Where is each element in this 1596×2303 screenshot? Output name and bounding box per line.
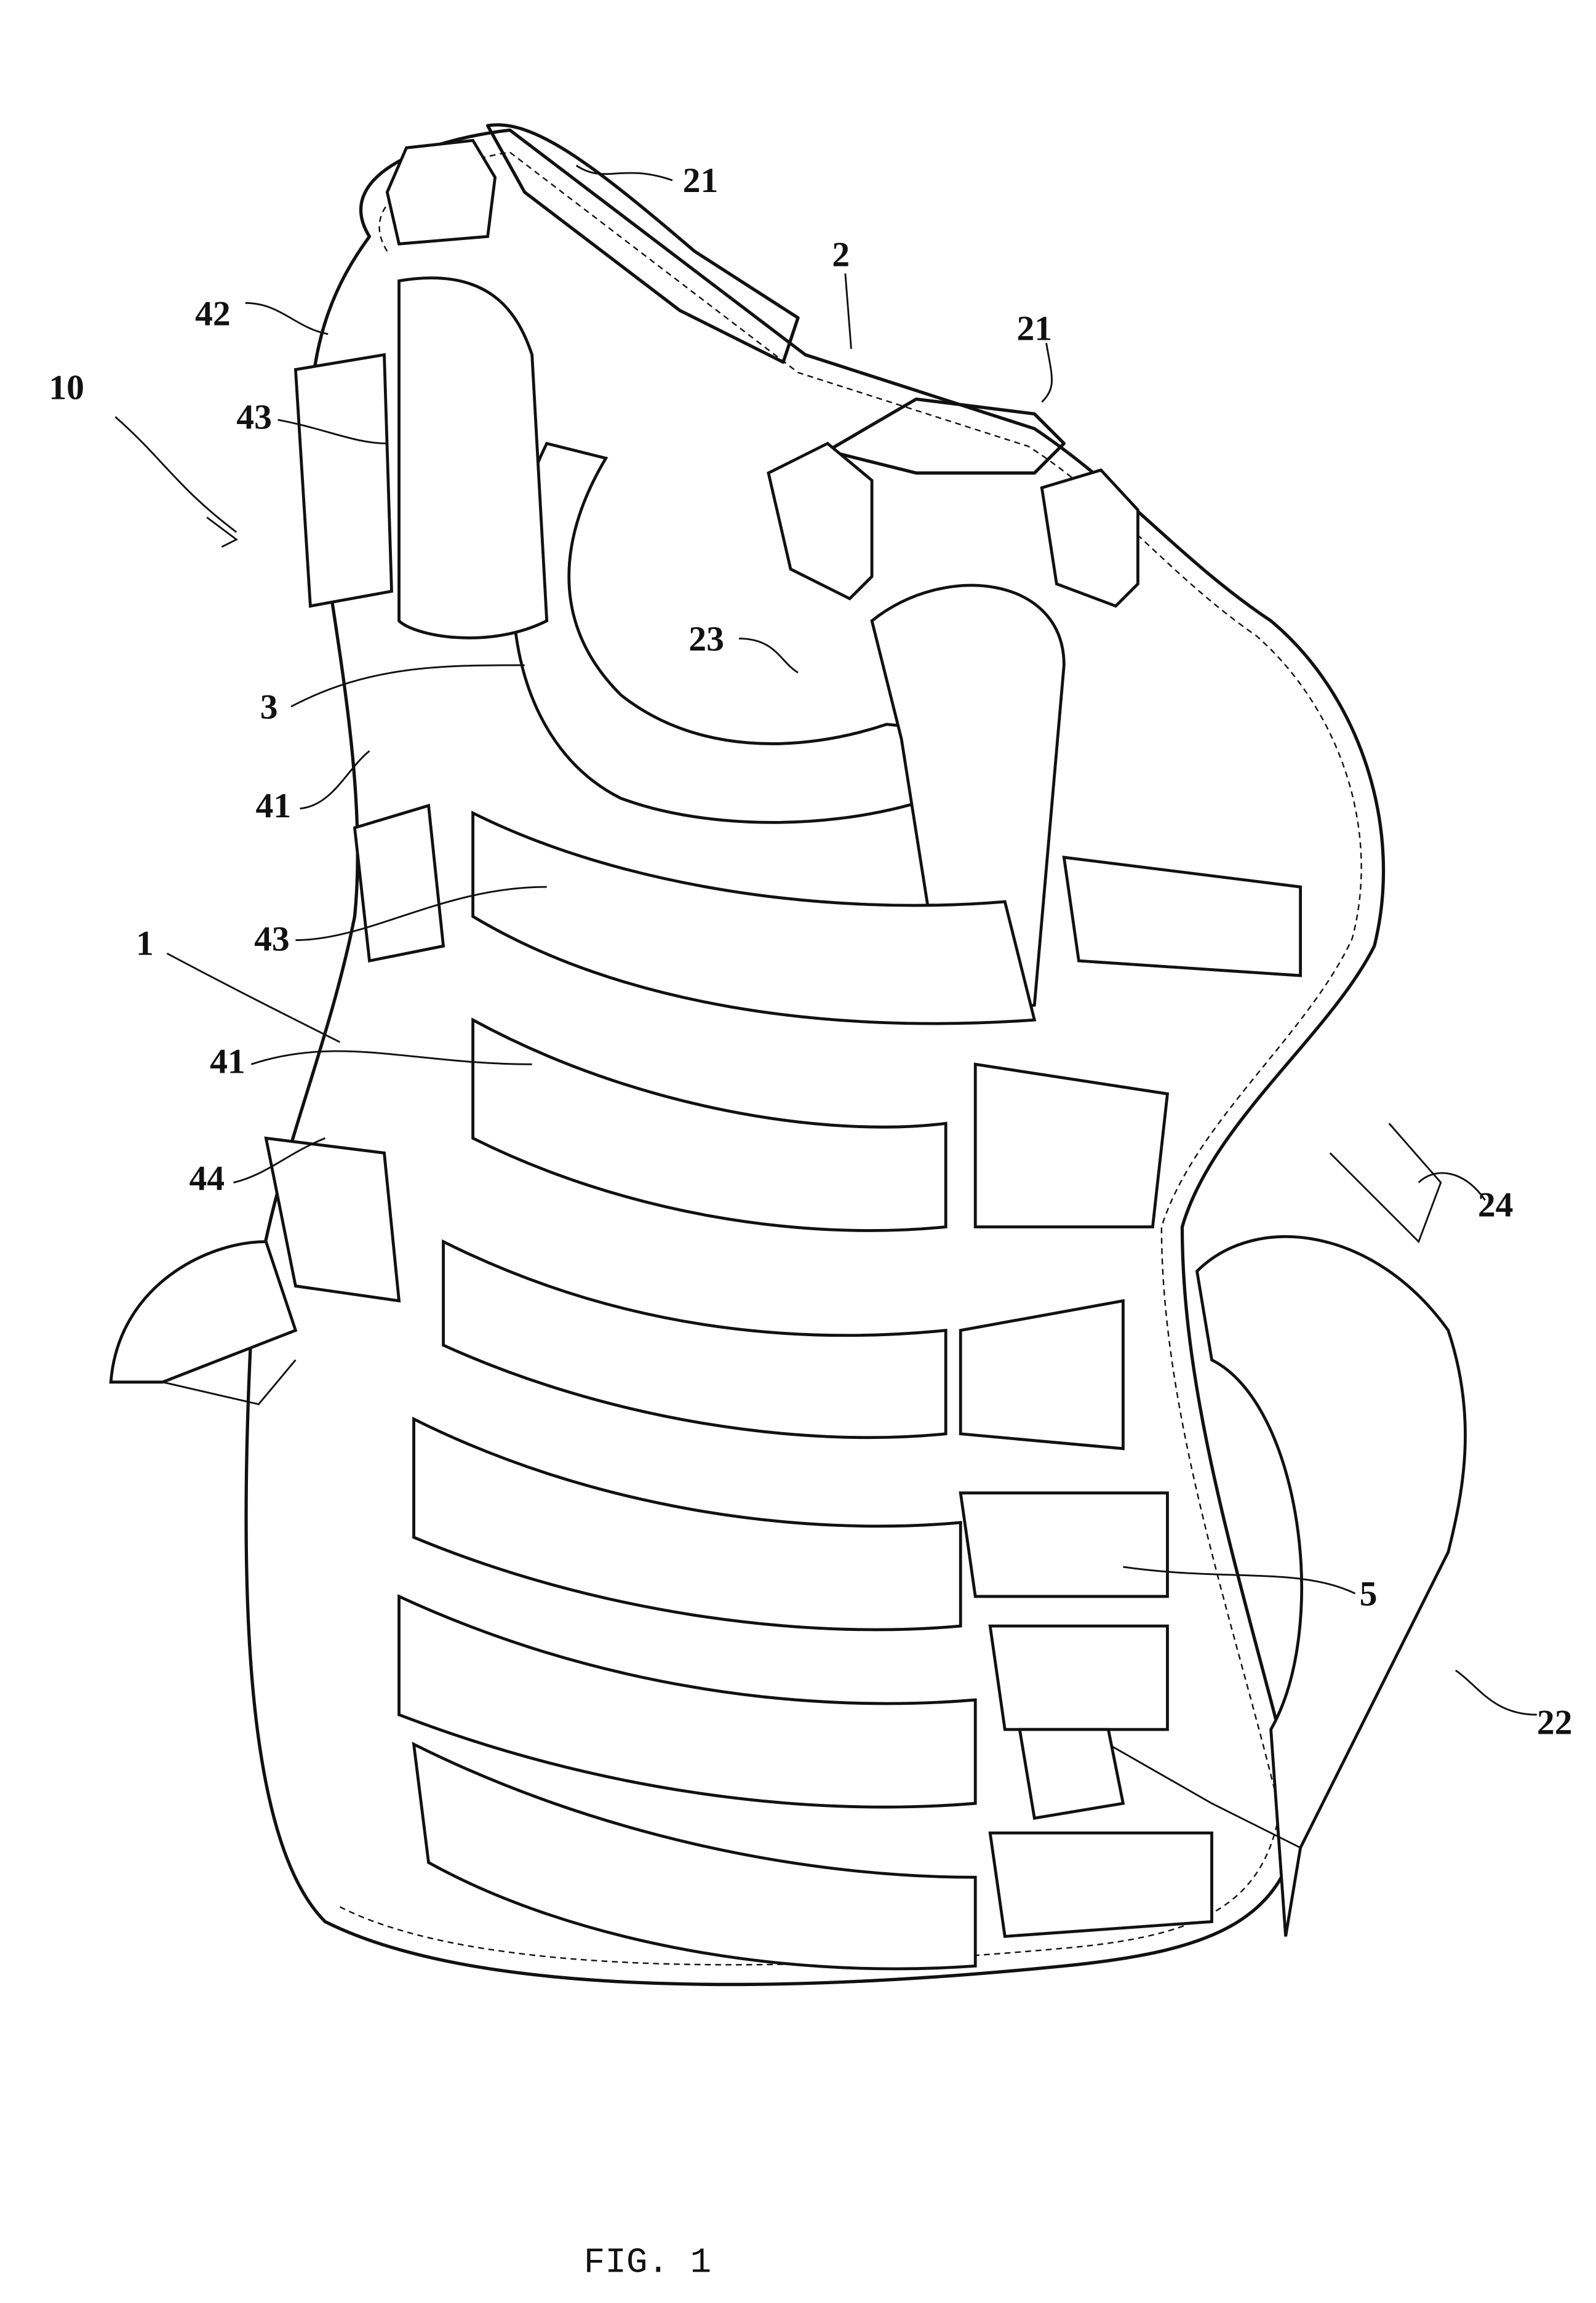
label-2: 2	[832, 235, 850, 274]
reference-labels: 21 2 21 42 10 43 23 3 41 43 1 41 44 24 5…	[49, 161, 1572, 1742]
label-21-right: 21	[1016, 309, 1052, 348]
figure-caption: FIG. 1	[584, 2243, 711, 2283]
label-10: 10	[49, 368, 84, 407]
collar-and-neck-pads	[397, 276, 1066, 1022]
label-43-upper: 43	[236, 398, 272, 437]
leader-lines	[114, 164, 1537, 1716]
label-1: 1	[136, 924, 154, 963]
label-41-upper: 41	[256, 787, 292, 825]
label-21-left: 21	[683, 161, 719, 200]
label-5: 5	[1360, 1574, 1378, 1613]
label-22: 22	[1537, 1703, 1573, 1742]
label-43-center: 43	[254, 919, 290, 958]
label-3: 3	[260, 687, 278, 726]
pad-rows	[264, 353, 1303, 1971]
shoulder-straps	[385, 123, 1139, 608]
label-44: 44	[189, 1159, 225, 1198]
label-23: 23	[688, 620, 724, 659]
label-41-lower: 41	[210, 1043, 245, 1081]
side-straps	[109, 1123, 1467, 1937]
label-42: 42	[195, 294, 231, 333]
label-24: 24	[1478, 1186, 1514, 1225]
